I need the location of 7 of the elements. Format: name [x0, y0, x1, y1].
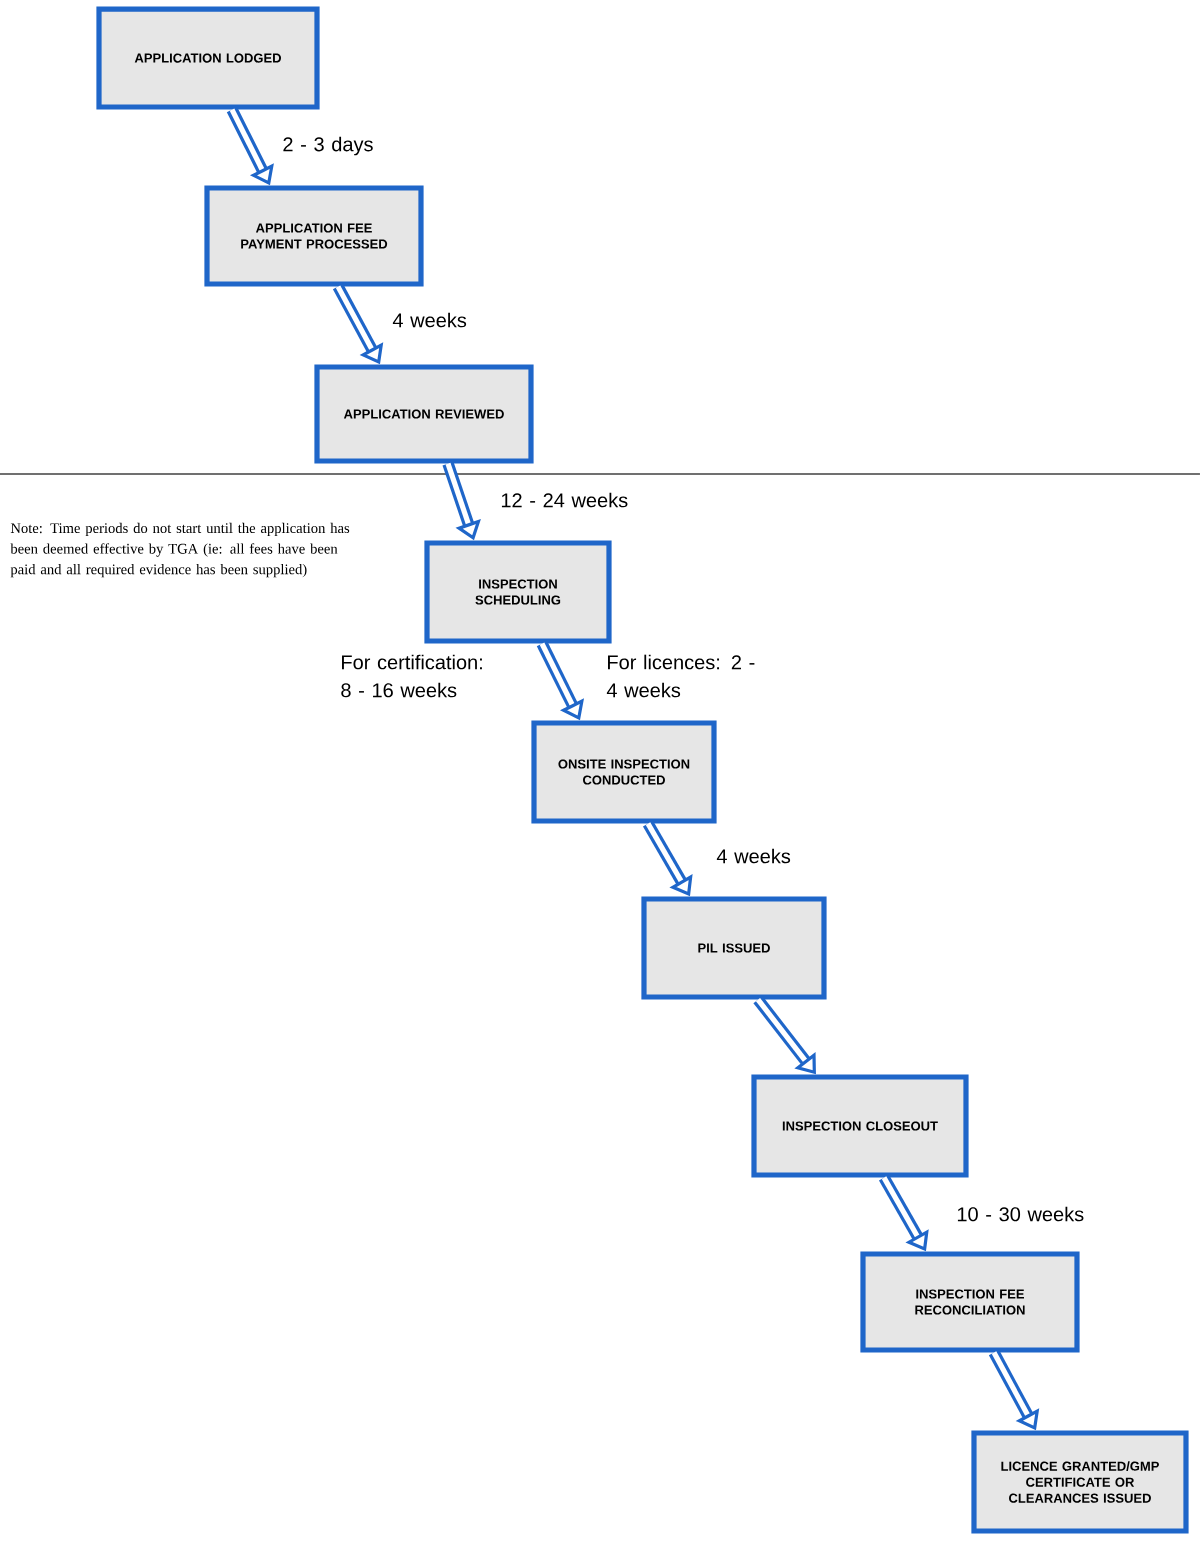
- time-label: For licences: 2 - 4 weeks: [606, 654, 755, 698]
- edge-label: 4 weeks: [716, 848, 791, 864]
- edge-label: 4 weeks: [392, 312, 467, 328]
- edge-label: 12 - 24 weeks: [501, 492, 628, 508]
- edge-label: 10 - 30 weeks: [957, 1206, 1084, 1222]
- edge-label: 2 - 3 days: [283, 136, 373, 156]
- edge-label: For certification: 8 - 16 weeks: [341, 654, 482, 698]
